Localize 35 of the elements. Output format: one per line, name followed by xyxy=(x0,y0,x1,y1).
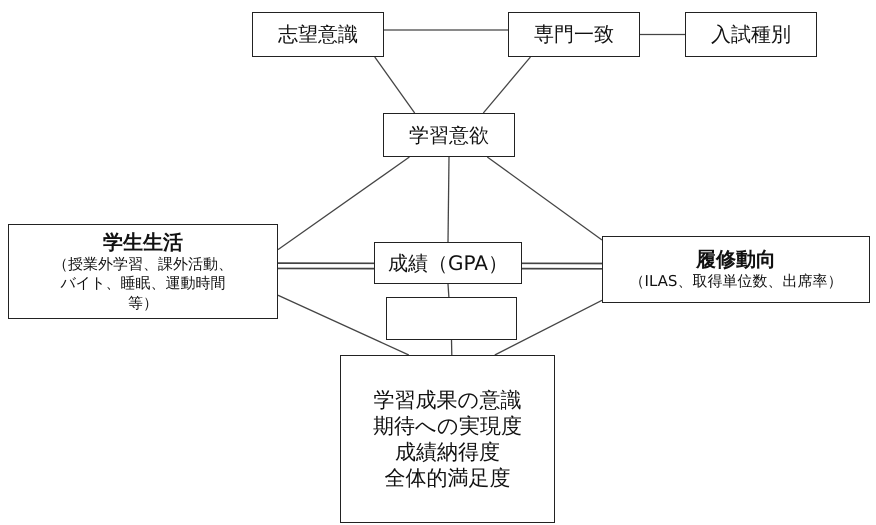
node-subtext: （授業外学習、課外活動、バイト、睡眠、運動時間等） xyxy=(52,254,234,314)
node-subtext: （ILAS、取得単位数、出席率） xyxy=(630,272,842,292)
concept-box xyxy=(508,12,640,57)
node-title: 成績納得度 xyxy=(395,439,500,466)
connector-line xyxy=(278,156,410,250)
concept-box xyxy=(340,355,555,523)
node-title: 学生生活 xyxy=(103,230,183,255)
concept-box xyxy=(8,224,278,319)
connector-line xyxy=(278,294,410,356)
node-title: 学習成果の意識 xyxy=(374,386,522,413)
blank-box xyxy=(386,297,517,340)
connector-line xyxy=(494,300,602,356)
double-line xyxy=(522,262,602,270)
connector-line xyxy=(384,29,508,31)
connector-line xyxy=(486,156,602,241)
connector-line xyxy=(640,34,685,36)
node-title: 成績（GPA） xyxy=(388,250,508,276)
concept-box xyxy=(252,12,384,57)
connector-line xyxy=(374,56,416,114)
node-title: 期待への実現度 xyxy=(373,412,522,439)
connector-line xyxy=(482,56,531,114)
double-line xyxy=(278,262,374,270)
node-title: 履修動向 xyxy=(696,247,776,272)
connector-line xyxy=(450,340,452,356)
node-title: 全体的満足度 xyxy=(384,465,510,492)
connector-line xyxy=(447,157,450,242)
concept-box xyxy=(374,242,522,284)
node-title: 志望意識 xyxy=(278,22,358,47)
node-title: 学習意欲 xyxy=(409,122,489,148)
node-title: 入試種別 xyxy=(711,22,791,47)
concept-box xyxy=(602,236,870,303)
concept-box xyxy=(383,113,515,157)
node-title: 専門一致 xyxy=(534,22,614,47)
concept-box xyxy=(685,12,817,57)
connector-line xyxy=(447,284,450,298)
